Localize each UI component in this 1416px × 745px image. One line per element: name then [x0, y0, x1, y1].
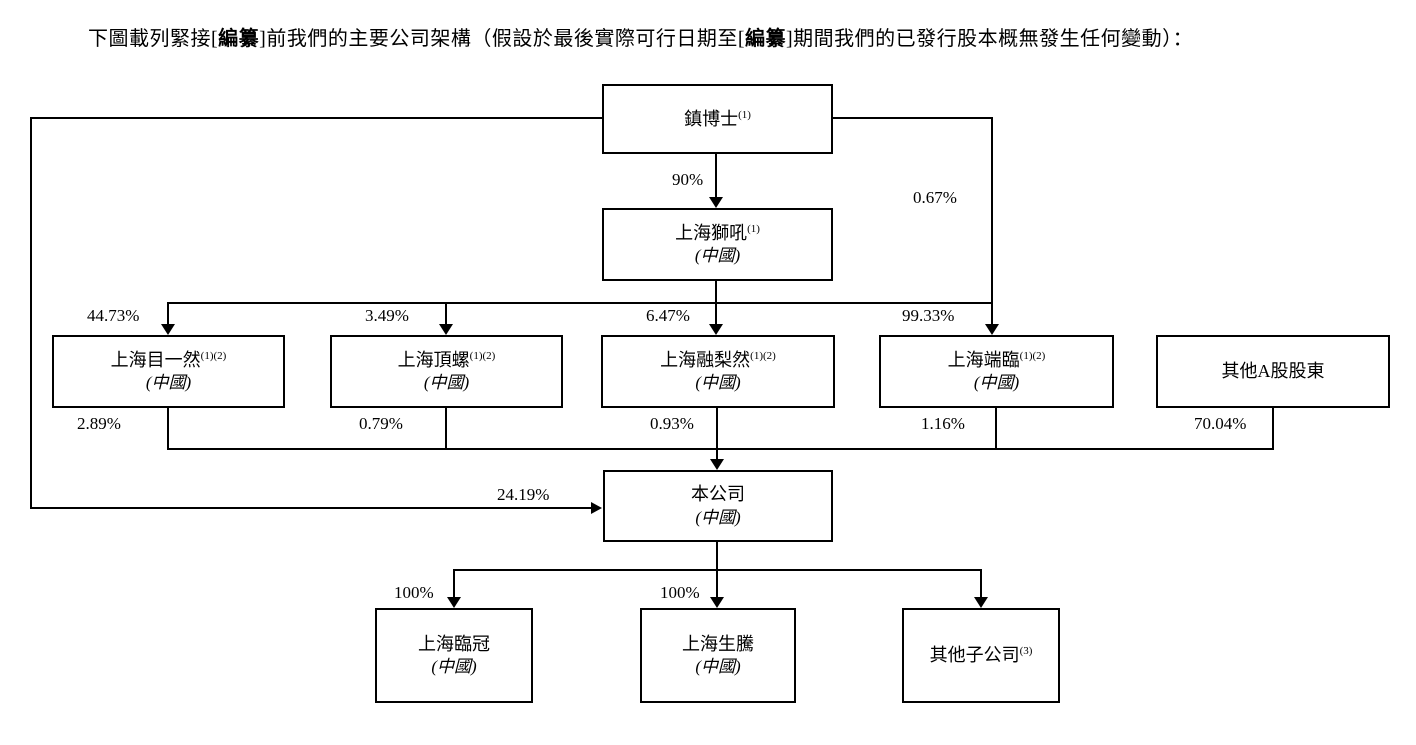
connector-zhen-to-company	[30, 507, 592, 509]
arrowhead-into-rongliran	[709, 324, 723, 335]
arrowhead-into-company-left	[591, 502, 602, 514]
ownership-pct-other-a-company: 70.04%	[1194, 414, 1247, 433]
company-name: 本公司	[691, 484, 745, 505]
connector-zhen-left-vertical	[30, 117, 32, 509]
org-box-shanghai-duanlin: 上海端臨(1)(2) (中國)	[879, 335, 1114, 408]
org-box-shanghai-shihou: 上海獅吼(1) (中國)	[602, 208, 833, 281]
intro-text-segment: ]前我們的主要公司架構（假設於最後實際可行日期至[	[259, 28, 745, 50]
jurisdiction-label: (中國)	[695, 507, 741, 527]
connector-shihou-drop	[715, 281, 717, 304]
company-name: 上海端臨(1)(2)	[947, 349, 1046, 370]
footnote-superscript: (1)(2)	[1019, 349, 1046, 362]
connector-dingluo-drop	[445, 408, 447, 450]
arrowhead-into-duanlin	[985, 324, 999, 335]
jurisdiction-label: (中國)	[423, 373, 470, 393]
ownership-pct-shihou-duanlin: 99.33%	[902, 306, 955, 325]
org-box-other-a-shareholders: 其他A股股東	[1156, 335, 1390, 408]
footnote-superscript: (1)(2)	[750, 349, 776, 362]
ownership-pct-company-shengteng: 100%	[660, 583, 700, 602]
connector-bus-to-shengteng	[716, 569, 718, 598]
org-box-other-subsidiaries: 其他子公司(3)	[902, 608, 1060, 703]
connector-zhen-left-top	[30, 117, 602, 119]
connector-company-drop	[716, 542, 718, 570]
company-name: 上海目一然(1)(2)	[110, 349, 227, 370]
connector-zhen-to-shihou	[715, 154, 717, 198]
jurisdiction-label: (中國)	[145, 373, 192, 393]
ownership-pct-shihou-dingluo: 3.49%	[365, 306, 409, 325]
org-box-shanghai-muyiran: 上海目一然(1)(2) (中國)	[52, 335, 285, 408]
arrowhead-into-other-sub	[974, 597, 988, 608]
org-box-zhen-boshi: 鎮博士(1)	[602, 84, 833, 154]
company-name: 鎮博士(1)	[684, 108, 751, 129]
intro-text-segment: ]期間我們的已發行股本概無發生任何變動）：	[786, 28, 1194, 50]
org-box-the-company: 本公司 (中國)	[603, 470, 833, 542]
connector-branch-to-rongliran	[715, 303, 717, 325]
connector-bus-to-linguan	[453, 569, 455, 598]
arrowhead-into-linguan	[447, 597, 461, 608]
arrowhead-into-shihou	[709, 197, 723, 208]
connector-bus-to-company	[716, 450, 718, 460]
ownership-pct-shihou-muyiran: 44.73%	[87, 306, 140, 325]
connector-rongliran-drop	[716, 408, 718, 450]
ownership-pct-zhen-company: 24.19%	[497, 485, 550, 504]
connector-branch-to-muyiran	[167, 303, 169, 325]
footnote-superscript: (1)(2)	[200, 349, 227, 362]
company-name: 上海獅吼(1)	[675, 222, 760, 243]
jurisdiction-label: (中國)	[695, 373, 741, 393]
ownership-pct-duanlin-company: 1.16%	[921, 414, 965, 433]
intro-text: 下圖載列緊接[編纂]前我們的主要公司架構（假設於最後實際可行日期至[編纂]期間我…	[88, 22, 1408, 51]
footnote-superscript: (1)(2)	[469, 349, 496, 362]
redaction-placeholder: 編纂	[745, 28, 786, 50]
company-name: 上海頂螺(1)(2)	[397, 349, 496, 370]
ownership-pct-rongliran-company: 0.93%	[650, 414, 694, 433]
connector-zhen-right-top	[833, 117, 992, 119]
connector-duanlin-drop	[995, 408, 997, 450]
footnote-superscript: (3)	[1019, 645, 1033, 658]
connector-muyiran-drop	[167, 408, 169, 450]
company-name: 其他A股股東	[1221, 361, 1325, 382]
company-name: 上海生騰	[682, 633, 754, 654]
jurisdiction-label: (中國)	[694, 246, 741, 266]
ownership-pct-dingluo-company: 0.79%	[359, 414, 403, 433]
org-box-shanghai-linguan: 上海臨冠 (中國)	[375, 608, 533, 703]
company-name: 上海融梨然(1)(2)	[660, 349, 776, 370]
connector-other-a-drop	[1272, 408, 1274, 450]
arrowhead-into-company-top	[710, 459, 724, 470]
footnote-superscript: (1)	[738, 108, 751, 121]
company-name: 其他子公司(3)	[929, 645, 1033, 666]
connector-zhen-to-duanlin	[991, 117, 993, 325]
connector-shihou-branch-bus	[167, 302, 993, 304]
org-box-shanghai-dingluo: 上海頂螺(1)(2) (中國)	[330, 335, 563, 408]
ownership-pct-shihou-rongliran: 6.47%	[646, 306, 690, 325]
org-box-shanghai-rongliran: 上海融梨然(1)(2) (中國)	[601, 335, 835, 408]
ownership-pct-muyiran-company: 2.89%	[77, 414, 121, 433]
redaction-placeholder: 編纂	[218, 28, 260, 50]
arrowhead-into-shengteng	[710, 597, 724, 608]
arrowhead-into-dingluo	[439, 324, 453, 335]
ownership-pct-company-linguan: 100%	[394, 583, 434, 602]
connector-branch-to-dingluo	[445, 303, 447, 325]
arrowhead-into-muyiran	[161, 324, 175, 335]
jurisdiction-label: (中國)	[973, 373, 1020, 393]
footnote-superscript: (1)	[747, 222, 760, 235]
connector-shareholder-bus	[167, 448, 1274, 450]
ownership-pct-zhen-shihou: 90%	[672, 170, 704, 189]
ownership-pct-zhen-duanlin: 0.67%	[913, 188, 957, 207]
org-box-shanghai-shengteng: 上海生騰 (中國)	[640, 608, 796, 703]
jurisdiction-label: (中國)	[431, 657, 477, 677]
intro-text-segment: 下圖載列緊接[	[88, 28, 219, 50]
jurisdiction-label: (中國)	[695, 657, 741, 677]
connector-bus-to-other-sub	[980, 569, 982, 598]
company-name: 上海臨冠	[418, 633, 490, 654]
